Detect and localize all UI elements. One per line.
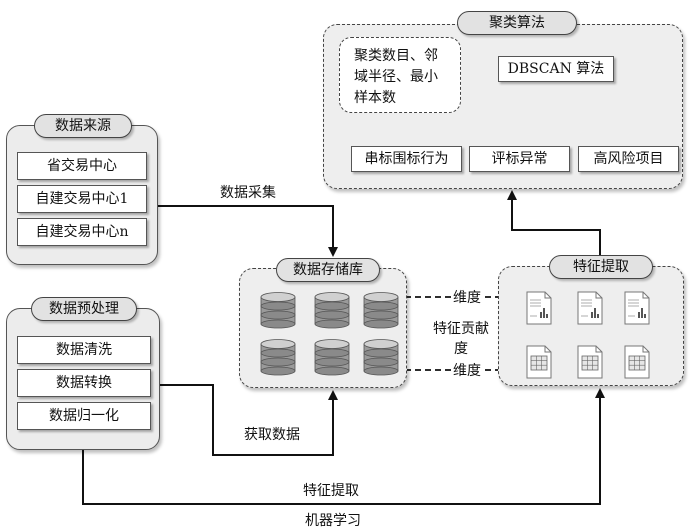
label-dim-top: 维度 (451, 287, 483, 307)
document-chart-icon (526, 291, 552, 325)
output-collusion: 串标围标行为 (351, 146, 462, 172)
label-fetch: 获取数据 (244, 427, 300, 443)
database-icon (314, 339, 350, 376)
source-item-self-n: 自建交易中心n (17, 218, 147, 246)
database-icon (314, 292, 350, 329)
clustering-params-box: 聚类数目、邻 域半径、最小 样本数 (339, 37, 461, 113)
label-contrib-line-1: 特征贡献 (433, 321, 489, 337)
database-icon (260, 339, 296, 376)
preprocess-title: 数据预处理 (31, 297, 137, 321)
features-title: 特征提取 (549, 255, 653, 279)
table-document-icon (624, 345, 650, 379)
table-document-icon (577, 345, 603, 379)
preprocess-item-transform: 数据转换 (17, 369, 151, 397)
dbscan-box: DBSCAN 算法 (498, 56, 614, 82)
document-chart-icon (577, 291, 603, 325)
params-line-1: 聚类数目、邻 (354, 48, 438, 64)
label-dim-bottom: 维度 (451, 360, 483, 380)
preprocess-item-clean: 数据清洗 (17, 336, 151, 364)
output-bid-anomaly: 评标异常 (469, 146, 570, 172)
storage-title: 数据存储库 (276, 258, 380, 282)
edge-features-to-cluster (507, 190, 601, 255)
source-item-province: 省交易中心 (17, 152, 147, 180)
edge-collect (158, 205, 338, 257)
clustering-title: 聚类算法 (457, 11, 577, 35)
label-collect: 数据采集 (220, 185, 276, 201)
label-contrib-line-2: 度 (454, 341, 468, 357)
label-extract: 特征提取 (303, 483, 359, 499)
params-line-3: 样本数 (354, 90, 396, 106)
data-source-title: 数据来源 (34, 114, 132, 138)
output-high-risk: 高风险项目 (578, 146, 679, 172)
document-chart-icon (624, 291, 650, 325)
edge-fetch (150, 384, 338, 456)
params-line-2: 域半径、最小 (354, 69, 438, 85)
source-item-self-1: 自建交易中心1 (17, 185, 147, 213)
label-ml: 机器学习 (305, 513, 361, 529)
database-icon (260, 292, 296, 329)
edge-ml (82, 388, 605, 505)
database-icon (363, 339, 399, 376)
preprocess-item-normalize: 数据归一化 (17, 402, 151, 430)
table-document-icon (526, 345, 552, 379)
database-icon (363, 292, 399, 329)
